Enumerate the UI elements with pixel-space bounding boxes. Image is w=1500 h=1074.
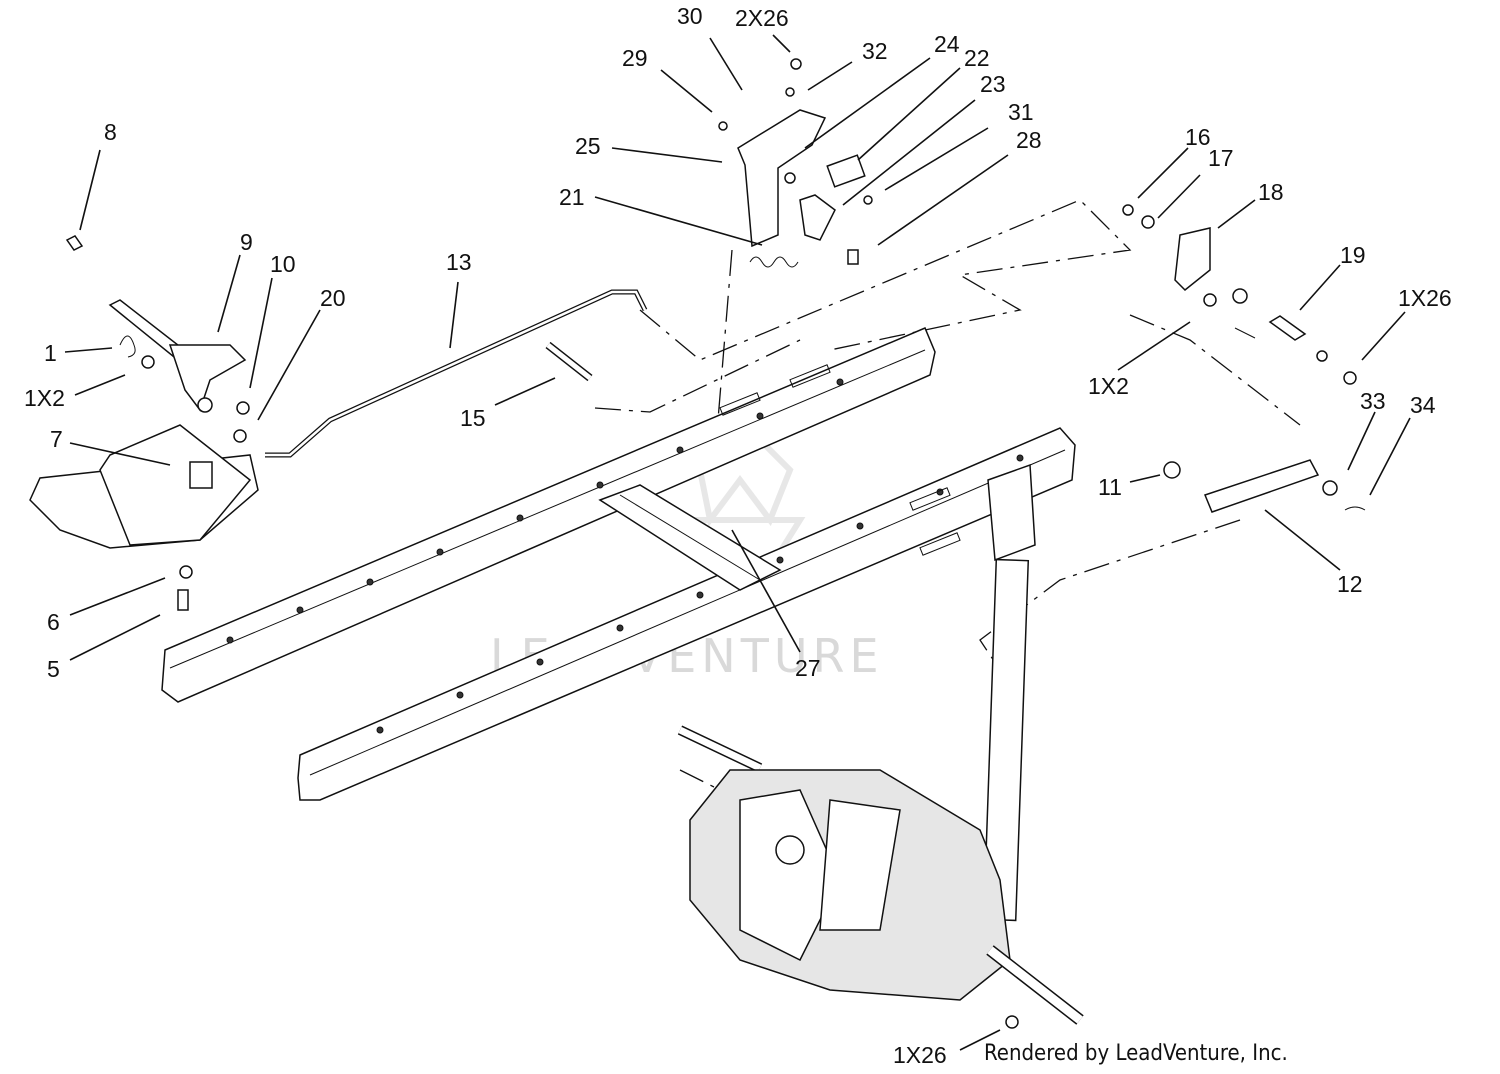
callout-16: 16 — [1185, 124, 1211, 150]
callout-2x26: 2X26 — [735, 5, 789, 31]
callout-7: 7 — [50, 426, 63, 452]
callout-19: 19 — [1340, 242, 1366, 268]
callout-1: 1 — [44, 340, 57, 366]
frame-rail-right — [297, 427, 1076, 801]
callout-8: 8 — [104, 119, 117, 145]
frame-rail-left — [161, 327, 936, 703]
callout-1x2-left: 1X2 — [24, 385, 65, 411]
callout-34: 34 — [1410, 392, 1436, 418]
leader-lines — [64, 34, 1411, 1051]
callout-1x2-right: 1X2 — [1088, 373, 1129, 399]
callout-30: 30 — [677, 3, 703, 29]
callout-15: 15 — [460, 405, 486, 431]
callout-6: 6 — [47, 609, 60, 635]
callout-11: 11 — [1098, 474, 1122, 500]
callout-33: 33 — [1360, 388, 1386, 414]
callout-17: 17 — [1208, 145, 1234, 171]
right-linkage — [1122, 204, 1357, 385]
callout-20: 20 — [320, 285, 346, 311]
callout-18: 18 — [1258, 179, 1284, 205]
callout-12: 12 — [1337, 571, 1363, 597]
nut-bottom — [1005, 1015, 1019, 1029]
pedal-assembly — [65, 235, 250, 443]
callout-24: 24 — [934, 31, 960, 57]
callout-28: 28 — [1016, 127, 1042, 153]
callout-27: 27 — [795, 655, 821, 681]
upper-bracket — [718, 58, 873, 268]
callout-10: 10 — [270, 251, 296, 277]
cross-member — [598, 484, 782, 591]
callout-1x26-bottom: 1X26 — [893, 1042, 947, 1068]
callout-29: 29 — [622, 45, 648, 71]
callout-5: 5 — [47, 656, 60, 682]
foot-pad — [29, 424, 259, 611]
bolt-15 — [545, 341, 593, 382]
render-credit: Rendered by LeadVenture, Inc. — [984, 1041, 1288, 1066]
callout-23: 23 — [980, 71, 1006, 97]
callout-labels: 8 9 10 20 1 1X2 7 6 5 13 15 21 25 29 30 … — [24, 3, 1452, 1068]
callout-13: 13 — [446, 249, 472, 275]
control-rod — [265, 289, 648, 458]
callout-21: 21 — [559, 184, 585, 210]
callout-31: 31 — [1008, 99, 1034, 125]
callout-25: 25 — [575, 133, 601, 159]
link-bar — [1163, 459, 1366, 513]
callout-22: 22 — [964, 45, 990, 71]
transaxle-assembly — [677, 725, 1084, 1025]
transaxle-mount-bracket — [982, 463, 1036, 922]
callout-9: 9 — [240, 229, 253, 255]
callout-32: 32 — [862, 38, 888, 64]
callout-1x26-right: 1X26 — [1398, 285, 1452, 311]
